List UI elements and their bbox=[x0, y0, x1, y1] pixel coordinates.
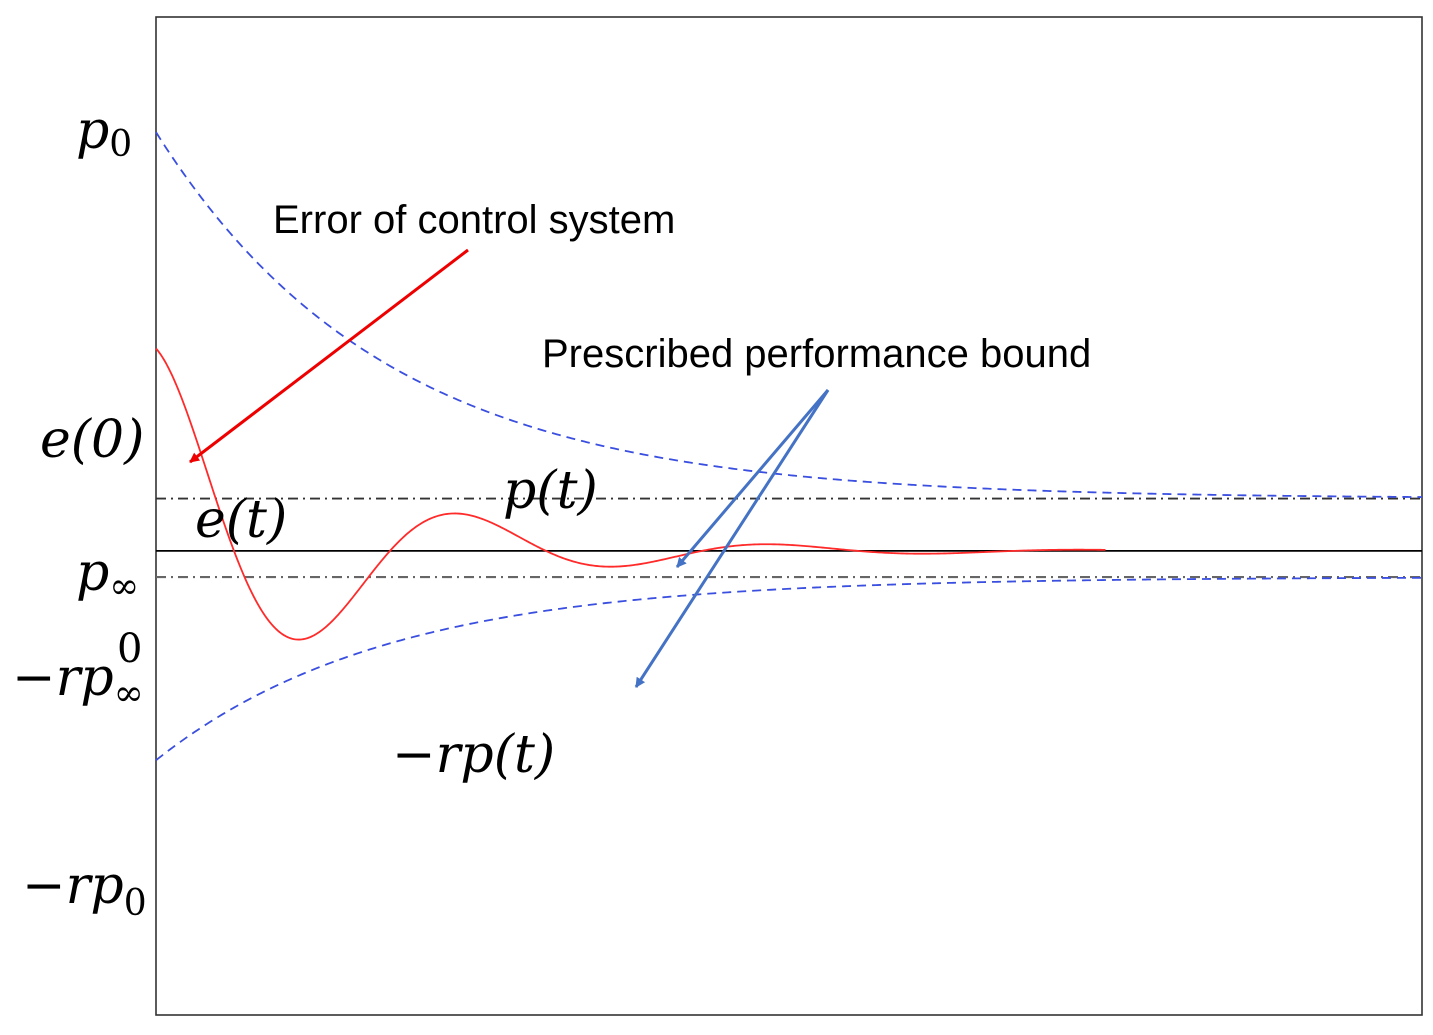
tick-label-p-infinity: p∞ bbox=[76, 543, 139, 607]
annotation-bound: Prescribed performance bound bbox=[542, 332, 1091, 376]
p-curve bbox=[155, 131, 1423, 498]
error-curve bbox=[155, 347, 1106, 641]
annotation-error: Error of control system bbox=[273, 198, 675, 242]
plot-frame bbox=[155, 16, 1423, 1016]
neg-rp-curve bbox=[155, 576, 1422, 761]
tick-label-neg-rp-infinity: −rp∞ bbox=[12, 648, 144, 714]
annotation-bound-arrow-upper bbox=[675, 389, 830, 568]
tick-label-p0: p0 bbox=[76, 101, 132, 165]
series-label-e: e(t) bbox=[195, 490, 287, 550]
tick-label-e0: e(0) bbox=[40, 410, 144, 470]
series-label-neg-rp: −rp(t) bbox=[392, 725, 555, 785]
tick-label-zero: 0 bbox=[117, 626, 142, 672]
annotation-bound-arrow-lower bbox=[634, 389, 830, 688]
series-label-p: p(t) bbox=[503, 461, 598, 521]
tick-label-neg-rp0: −rp0 bbox=[22, 856, 147, 924]
annotation-error-arrow bbox=[189, 248, 469, 464]
